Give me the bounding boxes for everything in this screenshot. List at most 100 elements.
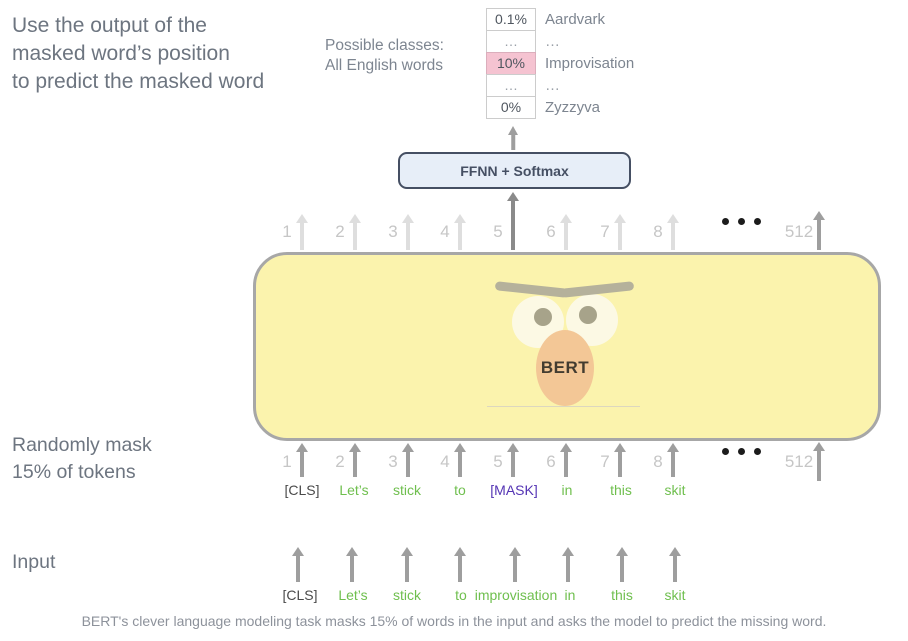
possible-classes-note: Possible classes: All English words <box>325 37 444 74</box>
class-probability-row: 0% Zyzzyva <box>486 96 634 119</box>
arrow-up-icon <box>402 214 414 223</box>
input-token-label: stick <box>393 587 421 603</box>
masked-token-label: [CLS] <box>284 482 320 498</box>
arrow-up-icon <box>669 547 681 556</box>
arrow-up-icon <box>507 126 518 135</box>
class-name-label: Zyzzyva <box>545 99 601 116</box>
top-position-number: 3 <box>388 222 398 241</box>
bottom-position-arrow <box>296 443 308 477</box>
class-probability-row: …… <box>486 30 634 53</box>
arrow-up-icon <box>614 214 626 223</box>
arrow-up-icon <box>296 214 308 223</box>
arrow-up-icon <box>401 547 413 556</box>
input-label: Input <box>12 551 56 573</box>
arrow-up-icon <box>667 214 679 223</box>
arrow-up-icon <box>454 443 466 452</box>
top-position-number: 2 <box>335 222 345 241</box>
dot-icon <box>738 218 745 225</box>
masked-token-label: Let’s <box>339 482 369 498</box>
top-position-arrow <box>560 214 572 250</box>
arrow-shaft <box>458 450 462 477</box>
top-position-number: 4 <box>440 222 450 241</box>
possible-classes-table: 0.1%Aardvark……10%Improvisation……0%Zyzzyv… <box>486 8 634 119</box>
top-position-arrow <box>667 214 679 250</box>
class-probability-row: 0.1% Aardvark <box>486 8 634 31</box>
masked-token-label: skit <box>664 482 686 498</box>
probability-cell: … <box>486 30 536 53</box>
masked-token-label: this <box>610 482 632 498</box>
arrow-shaft <box>566 554 570 582</box>
input-token-label: this <box>611 587 633 603</box>
input-arrow <box>509 547 521 582</box>
arrow-up-icon <box>509 547 521 556</box>
arrow-up-icon <box>813 211 825 220</box>
arrow-shaft <box>353 221 357 250</box>
ellipsis-dots-top <box>722 218 761 225</box>
arrow-shaft <box>564 450 568 477</box>
dot-icon <box>754 448 761 455</box>
probability-cell: 0% <box>486 96 536 119</box>
top-position-number: 8 <box>653 222 663 241</box>
bert-label: BERT <box>540 358 590 377</box>
masked-token-label: to <box>454 482 466 498</box>
bottom-position-arrow <box>402 443 414 477</box>
arrow-up-icon <box>346 547 358 556</box>
arrow-up-icon <box>506 192 519 201</box>
top-position-arrow-512 <box>813 211 825 250</box>
dot-icon <box>754 218 761 225</box>
arrow-shaft <box>618 450 622 477</box>
input-arrow <box>454 547 466 582</box>
arrow-shaft <box>511 450 515 477</box>
bottom-position-number: 1 <box>282 452 292 471</box>
top-position-number: 7 <box>600 222 610 241</box>
probability-cell: 10% <box>486 52 536 75</box>
input-token-label: to <box>455 587 467 603</box>
arrow-up-icon <box>562 547 574 556</box>
arrow-up-icon <box>616 547 628 556</box>
input-token-label: skit <box>664 587 686 603</box>
bert-nose-icon: BERT <box>536 330 594 406</box>
bottom-position-number: 7 <box>600 452 610 471</box>
ffnn-softmax-box: FFNN + Softmax <box>398 152 631 189</box>
arrow-shaft <box>300 450 304 477</box>
arrow-shaft <box>458 554 462 582</box>
arrow-up-icon <box>507 443 519 452</box>
bottom-position-number: 2 <box>335 452 345 471</box>
arrow-shaft <box>350 554 354 582</box>
arrow-shaft <box>296 554 300 582</box>
input-arrow <box>346 547 358 582</box>
class-name-label: Aardvark <box>545 11 606 28</box>
arrow-up-icon <box>349 443 361 452</box>
arrow-shaft <box>817 218 821 250</box>
output-note: Use the output of the masked word’s posi… <box>12 14 265 93</box>
arrow-shaft <box>620 554 624 582</box>
bottom-position-number: 8 <box>653 452 663 471</box>
arrow-shaft <box>511 199 515 250</box>
ffnn-softmax-label: FFNN + Softmax <box>460 162 569 179</box>
arrow-up-icon <box>454 214 466 223</box>
arrow-shaft <box>618 221 622 250</box>
arrow-shaft <box>406 221 410 250</box>
arrow-shaft <box>671 221 675 250</box>
arrow-up-icon <box>667 443 679 452</box>
arrow-shaft <box>300 221 304 250</box>
arrow-shaft <box>564 221 568 250</box>
arrow-shaft <box>353 450 357 477</box>
arrow-shaft <box>406 450 410 477</box>
input-token-label: in <box>564 587 576 603</box>
top-position-arrow <box>454 214 466 250</box>
input-token-label: Let’s <box>338 587 368 603</box>
bert-left-pupil-icon <box>534 308 552 326</box>
bottom-position-number: 5 <box>493 452 503 471</box>
dot-icon <box>722 218 729 225</box>
top-position-arrow <box>349 214 361 250</box>
arrow-up-icon <box>349 214 361 223</box>
bottom-position-number: 6 <box>546 452 556 471</box>
top-position-number: 6 <box>546 222 556 241</box>
arrow-up-icon <box>296 443 308 452</box>
bottom-position-number: 512 <box>784 452 814 471</box>
top-position-arrow <box>296 214 308 250</box>
probability-cell: 0.1% <box>486 8 536 31</box>
top-position-number: 512 <box>784 222 814 241</box>
